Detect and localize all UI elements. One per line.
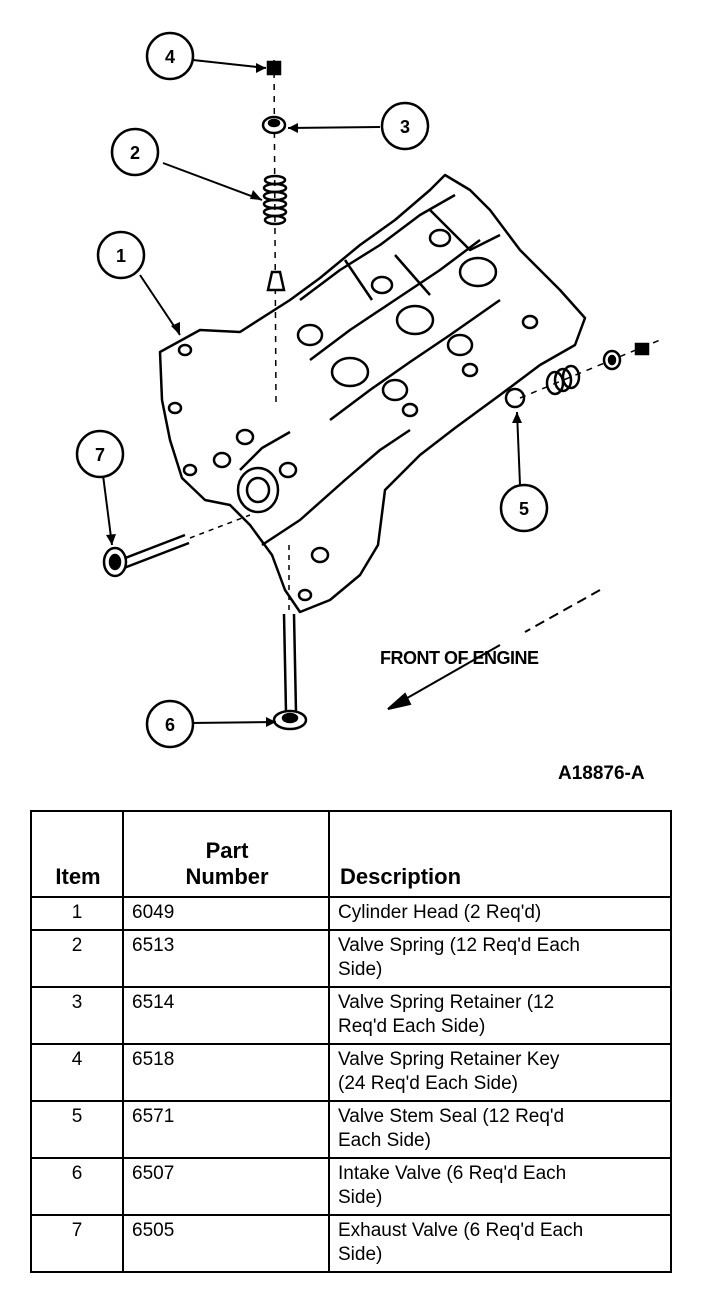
description-cell: Valve Spring Retainer Key (24 Req'd Each … xyxy=(328,1043,672,1102)
parts-table: Item Part Number Description 1 6049 Cyli… xyxy=(30,810,672,1273)
item-cell: 3 xyxy=(30,986,124,1045)
callout-5: 5 xyxy=(519,499,529,519)
description-line: Side) xyxy=(338,1244,383,1265)
description-line: Valve Spring Retainer Key xyxy=(338,1049,560,1070)
description-line: Intake Valve (6 Req'd Each xyxy=(338,1163,567,1184)
part-cell: 6518 xyxy=(122,1043,330,1102)
header-part-line1: Part xyxy=(205,838,249,863)
table-row: 1 6049 Cylinder Head (2 Req'd) xyxy=(30,896,672,931)
callout-circle-4 xyxy=(145,31,195,81)
item-cell: 5 xyxy=(30,1100,124,1159)
callout-1: 1 xyxy=(116,246,126,266)
header-description: Description xyxy=(328,810,672,898)
header-part-line2: Number xyxy=(185,864,269,889)
callout-4: 4 xyxy=(165,47,175,67)
description-line: Exhaust Valve (6 Req'd Each xyxy=(338,1220,584,1241)
callout-circle-5 xyxy=(499,483,549,533)
part-cell: 6507 xyxy=(122,1157,330,1216)
exhaust-valve-drawing xyxy=(102,514,251,578)
callout-circle-2 xyxy=(110,127,160,177)
callout-circle-6 xyxy=(145,699,195,749)
valve-stack-right xyxy=(504,339,661,409)
item-cell: 4 xyxy=(30,1043,124,1102)
front-of-engine-arrow xyxy=(387,589,601,710)
description-line: Valve Stem Seal (12 Req'd xyxy=(338,1106,565,1127)
description-line: Each Side) xyxy=(338,1130,431,1151)
callout-circle-3 xyxy=(380,101,430,151)
description-line: Side) xyxy=(338,959,383,980)
item-cell: 7 xyxy=(30,1214,124,1273)
item-cell: 1 xyxy=(30,896,124,931)
description-line: Cylinder Head (2 Req'd) xyxy=(338,902,542,923)
description-line: Side) xyxy=(338,1187,383,1208)
item-cell: 2 xyxy=(30,929,124,988)
callout-circle-7 xyxy=(75,429,125,479)
valve-stack-top xyxy=(261,59,288,406)
part-cell: 6514 xyxy=(122,986,330,1045)
front-of-engine-label: FRONT OF ENGINE xyxy=(380,648,539,668)
description-line: Req'd Each Side) xyxy=(338,1016,486,1037)
part-cell: 6505 xyxy=(122,1214,330,1273)
callout-2: 2 xyxy=(130,143,140,163)
part-cell: 6571 xyxy=(122,1100,330,1159)
part-cell: 6049 xyxy=(122,896,330,931)
header-item: Item xyxy=(30,810,124,898)
description-line: (24 Req'd Each Side) xyxy=(338,1073,519,1094)
description-line: Valve Spring Retainer (12 xyxy=(338,992,555,1013)
callout-7: 7 xyxy=(95,445,105,465)
callout-6: 6 xyxy=(165,715,175,735)
description-cell: Cylinder Head (2 Req'd) xyxy=(328,896,672,931)
description-line: Valve Spring (12 Req'd Each xyxy=(338,935,580,956)
valve-spring-top xyxy=(262,174,288,226)
item-cell: 6 xyxy=(30,1157,124,1216)
header-part-number: Part Number xyxy=(122,810,330,898)
cylinder-head-drawing xyxy=(158,173,587,614)
callout-circle-1 xyxy=(96,230,146,280)
callout-3: 3 xyxy=(400,117,410,137)
intake-valve-drawing xyxy=(272,545,308,731)
part-cell: 6513 xyxy=(122,929,330,988)
figure-id: A18876-A xyxy=(558,763,645,784)
table-header-row: Item Part Number Description xyxy=(30,810,672,898)
table-row: 4 6518 Valve Spring Retainer Key (24 Req'… xyxy=(30,1043,672,1102)
exploded-diagram: 4 3 2 1 7 5 6 xyxy=(75,31,661,749)
